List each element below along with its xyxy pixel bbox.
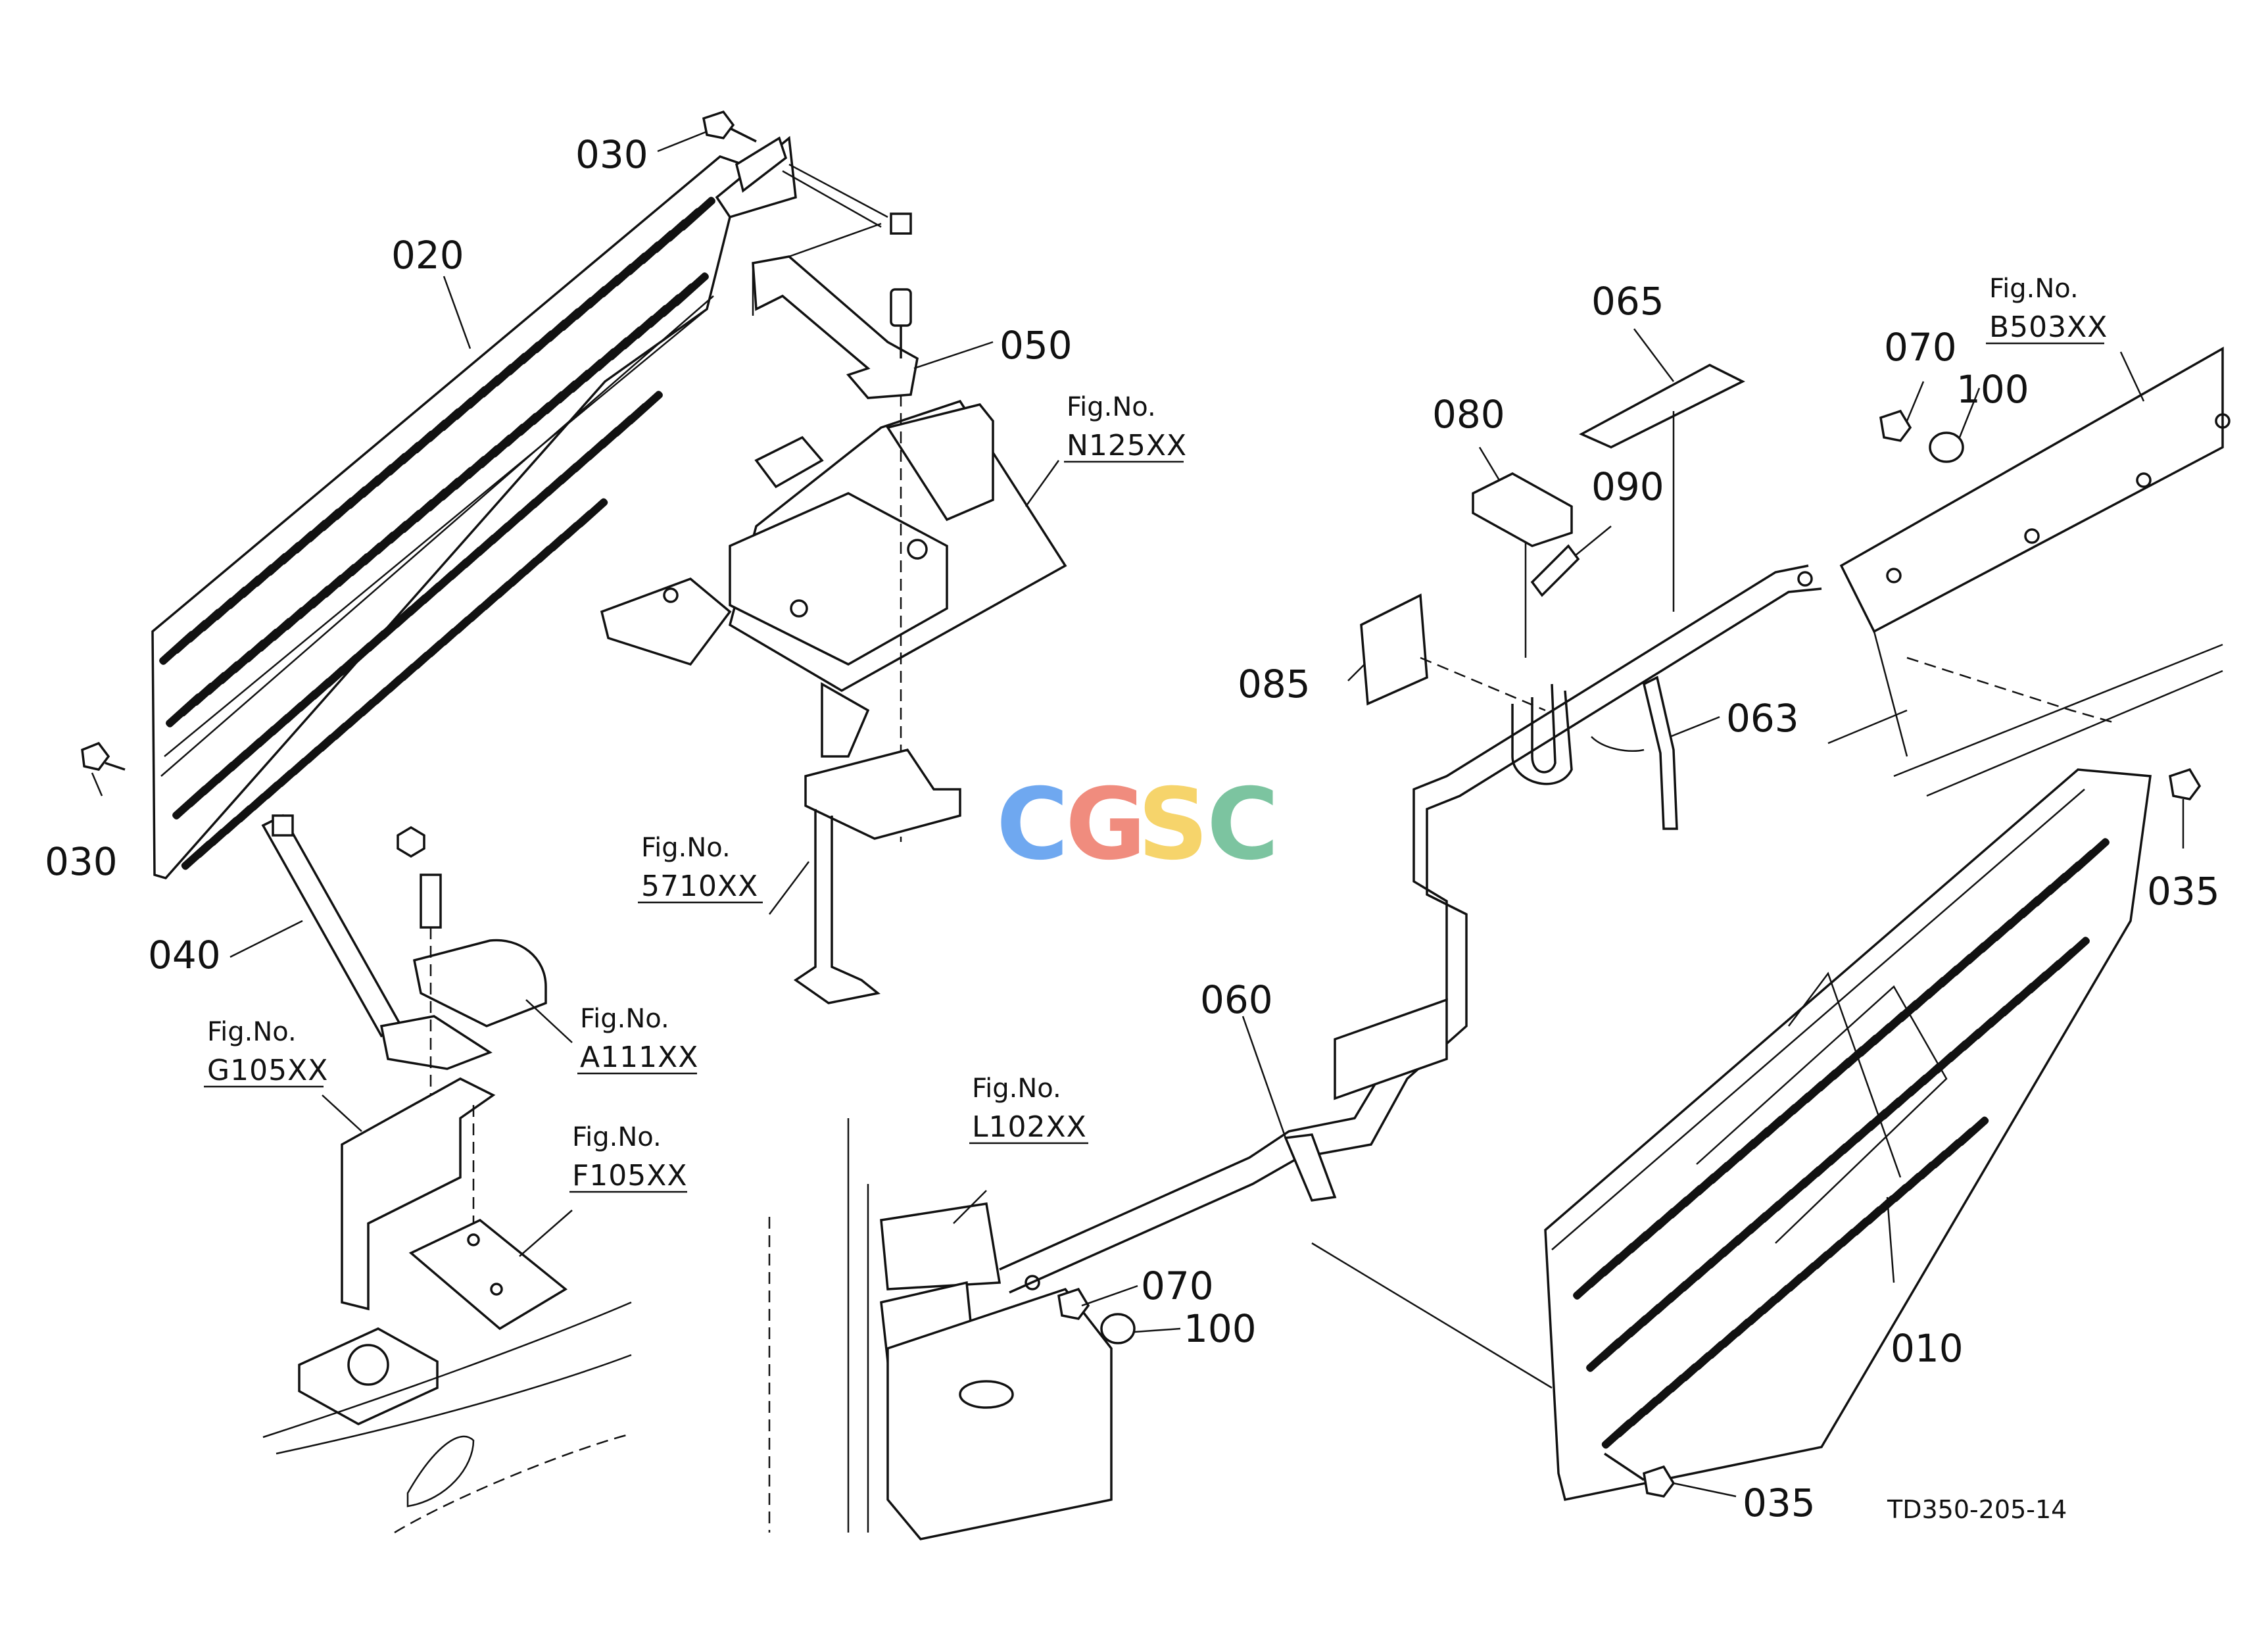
frame-b503 bbox=[1827, 346, 2231, 797]
fig-ref-title: Fig.No. bbox=[972, 1073, 1061, 1104]
part-labels: 010 020 030 030 035 035 040 050 060 063 … bbox=[45, 132, 2220, 1525]
hook-063 bbox=[1591, 676, 1678, 830]
part-label-020: 020 bbox=[391, 233, 464, 278]
cap-100-upper bbox=[1929, 431, 1964, 463]
grille-slots-right bbox=[1573, 838, 2110, 1449]
fig-ref-number: A111XX bbox=[580, 1041, 698, 1074]
bolt-035-right bbox=[2169, 768, 2202, 800]
cgsc-watermark: C G S C bbox=[996, 768, 1279, 882]
fig-ref-title: Fig.No. bbox=[572, 1122, 662, 1152]
frame-lower-left bbox=[262, 1301, 632, 1534]
watermark-letter-4: C bbox=[1207, 768, 1279, 882]
drawing-code: TD350-205-14 bbox=[1887, 1495, 2067, 1524]
part-label-065: 065 bbox=[1591, 279, 1664, 324]
grille-slot bbox=[2053, 937, 2090, 971]
cushion-090 bbox=[1530, 544, 1580, 597]
u-clamp bbox=[1511, 683, 1573, 785]
fig-ref-b503: Fig.No. B503XX bbox=[1986, 274, 2108, 345]
front-grille-right bbox=[1544, 768, 2152, 1502]
grille-slot bbox=[672, 272, 709, 307]
fig-ref-number: N125XX bbox=[1067, 429, 1187, 462]
part-label-035-right: 035 bbox=[2147, 869, 2220, 914]
stay-050 bbox=[752, 222, 919, 399]
fig-ref-l102: Fig.No. L102XX bbox=[969, 1073, 1088, 1144]
part-label-080: 080 bbox=[1432, 392, 1505, 437]
part-label-085: 085 bbox=[1238, 662, 1311, 706]
fig-ref-a111: Fig.No. A111XX bbox=[577, 1004, 698, 1075]
bracket-assembly-n125 bbox=[600, 395, 1067, 842]
plate-085 bbox=[1360, 593, 1546, 712]
fig-ref-title: Fig.No. bbox=[1067, 392, 1156, 422]
cushion-080 bbox=[1472, 472, 1573, 658]
support-060 bbox=[999, 564, 1822, 1294]
front-grille-left bbox=[151, 155, 745, 879]
stud-and-clamp-a111 bbox=[397, 825, 547, 1131]
fig-ref-5710: Fig.No. 5710XX bbox=[638, 833, 763, 904]
fig-ref-title: Fig.No. bbox=[580, 1004, 669, 1034]
leader-lines bbox=[91, 130, 2184, 1498]
part-label-100-upper: 100 bbox=[1956, 367, 2029, 412]
bolt-030-top bbox=[702, 110, 757, 143]
fig-ref-number: B503XX bbox=[1989, 310, 2108, 344]
part-label-040: 040 bbox=[148, 933, 221, 977]
fig-ref-number: 5710XX bbox=[641, 870, 758, 903]
fig-ref-n125: Fig.No. N125XX bbox=[1064, 392, 1187, 463]
plate-f105 bbox=[408, 1218, 568, 1331]
bracket-g105 bbox=[341, 1077, 496, 1311]
fig-ref-title: Fig.No. bbox=[1989, 274, 2079, 304]
part-label-030-top: 030 bbox=[575, 132, 648, 177]
bolt-070-upper bbox=[1879, 409, 1912, 442]
bolt-030-left bbox=[81, 741, 126, 771]
grille-slot bbox=[679, 197, 715, 231]
grille-top-bracket bbox=[715, 135, 912, 235]
fig-ref-title: Fig.No. bbox=[641, 833, 731, 863]
part-label-070-upper: 070 bbox=[1884, 325, 1957, 370]
frame-lower-center-l102 bbox=[768, 1118, 1113, 1540]
grille-slot bbox=[2073, 838, 2110, 872]
fig-ref-number: L102XX bbox=[972, 1110, 1087, 1144]
part-label-010: 010 bbox=[1891, 1326, 1964, 1371]
part-label-035-bottom: 035 bbox=[1743, 1481, 1816, 1525]
grille-slots-left bbox=[159, 197, 715, 870]
seal-065 bbox=[1579, 364, 1745, 612]
grille-slot bbox=[1956, 1116, 1989, 1146]
part-label-060: 060 bbox=[1200, 977, 1273, 1022]
part-label-100-lower: 100 bbox=[1184, 1306, 1257, 1351]
watermark-letter-3: S bbox=[1138, 768, 1209, 882]
watermark-letter-1: C bbox=[996, 768, 1069, 882]
grille-slot bbox=[626, 391, 663, 425]
part-label-030-left: 030 bbox=[45, 839, 118, 884]
fig-ref-number: F105XX bbox=[572, 1159, 688, 1192]
fig-ref-title: Fig.No. bbox=[207, 1017, 297, 1047]
fig-ref-number: G105XX bbox=[207, 1054, 328, 1087]
bolt-070-lower bbox=[1057, 1287, 1090, 1320]
fig-ref-f105: Fig.No. F105XX bbox=[569, 1122, 688, 1193]
part-label-063: 063 bbox=[1726, 696, 1799, 741]
grille-slot bbox=[575, 498, 608, 528]
watermark-letter-2: G bbox=[1065, 768, 1146, 882]
cap-100-lower bbox=[1100, 1313, 1136, 1344]
part-label-090: 090 bbox=[1591, 464, 1664, 509]
part-label-070-lower: 070 bbox=[1141, 1264, 1214, 1308]
bracket-5710 bbox=[793, 681, 961, 1004]
part-label-050: 050 bbox=[1000, 323, 1073, 368]
bolt-035-bottom bbox=[1604, 1452, 1676, 1498]
stay-040 bbox=[261, 814, 493, 1070]
fig-ref-g105: Fig.No. G105XX bbox=[204, 1017, 328, 1088]
figure-reference-labels: Fig.No. N125XX Fig.No. B503XX Fig.No. 57… bbox=[204, 274, 2108, 1193]
